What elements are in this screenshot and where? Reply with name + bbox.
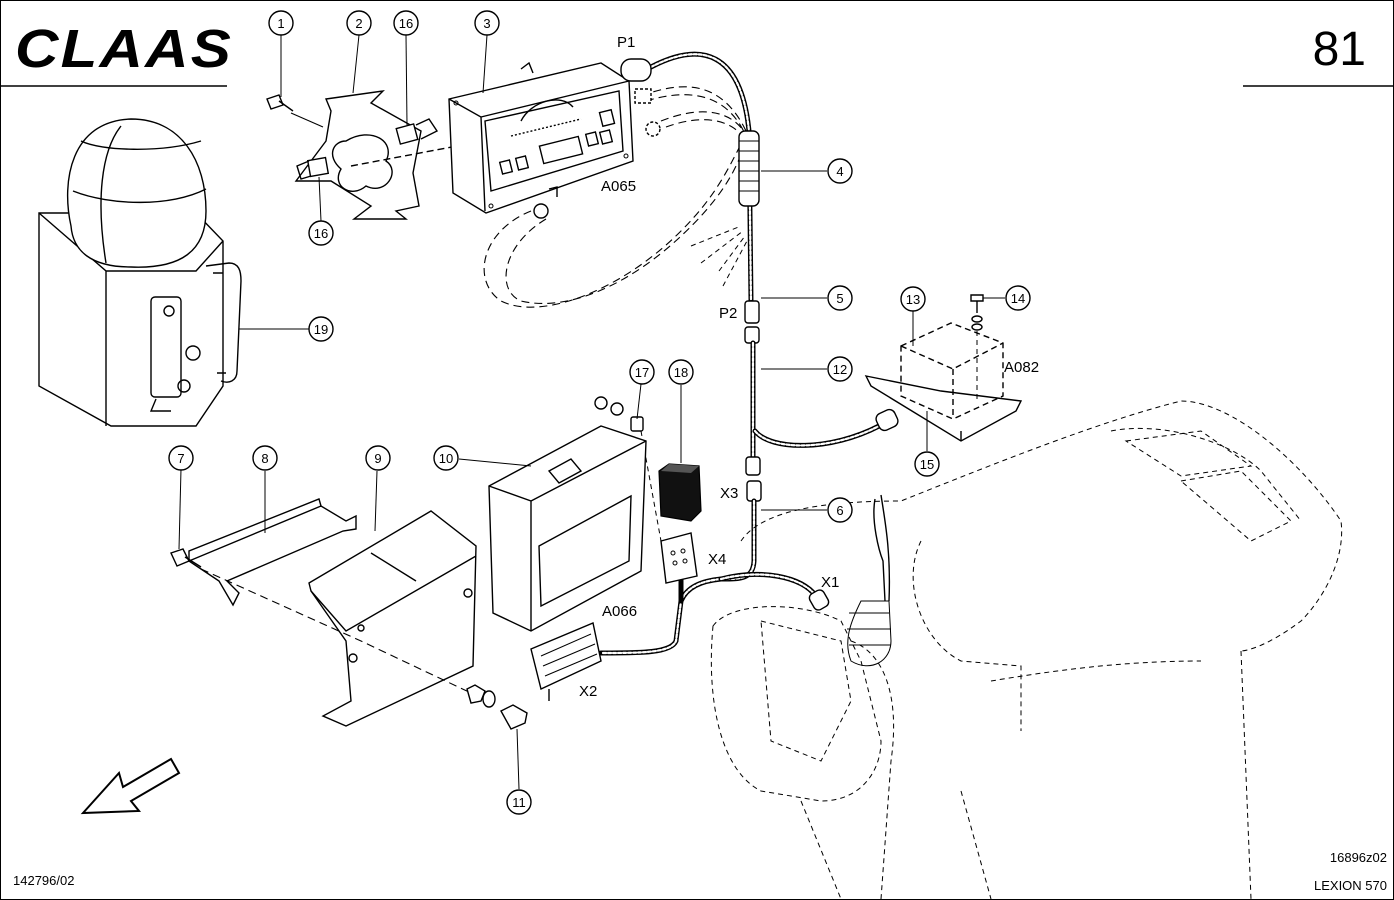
callout-15: 15 <box>914 451 940 477</box>
label-A082: A082 <box>1004 359 1039 376</box>
brand-logo-text: CLAAS <box>15 19 233 79</box>
part-18-relay <box>658 463 702 522</box>
connector-X2 <box>530 622 602 701</box>
svg-text:19: 19 <box>314 322 328 337</box>
svg-text:3: 3 <box>483 16 490 31</box>
part-6-cable <box>598 498 830 656</box>
svg-text:4: 4 <box>836 164 843 179</box>
label-X2: X2 <box>579 683 597 700</box>
connector-P2 <box>744 300 760 344</box>
assembly-line-bolt-7 <box>200 568 472 694</box>
callout-9: 9 <box>365 445 391 471</box>
label-X3: X3 <box>720 485 738 502</box>
callout-8: 8 <box>252 445 278 471</box>
connector-X3 <box>746 480 762 502</box>
callout-18: 18 <box>668 359 694 385</box>
svg-text:18: 18 <box>674 365 688 380</box>
part-10-control-unit-A066 <box>488 425 647 632</box>
svg-text:9: 9 <box>374 451 381 466</box>
doc-number: 142796/02 <box>13 873 74 888</box>
drawing-number: 16896z02 <box>1330 850 1387 865</box>
svg-text:5: 5 <box>836 291 843 306</box>
label-P2: P2 <box>719 305 737 322</box>
part-3-display-unit-A065 <box>448 61 634 214</box>
svg-text:12: 12 <box>833 362 847 377</box>
callout-17: 17 <box>629 359 655 385</box>
callout-16-top: 16 <box>393 10 419 36</box>
callout-10: 10 <box>433 445 459 471</box>
callout-16-bottom: 16 <box>308 220 334 246</box>
label-A066: A066 <box>602 603 637 620</box>
svg-text:2: 2 <box>355 16 362 31</box>
part-1-bolt <box>266 94 294 112</box>
part-7-bolt <box>170 548 202 568</box>
svg-text:14: 14 <box>1011 291 1025 306</box>
callout-2: 2 <box>346 10 372 36</box>
callout-5: 5 <box>827 285 853 311</box>
leader-lines <box>178 34 1005 790</box>
svg-text:16: 16 <box>314 226 328 241</box>
callout-14: 14 <box>1005 285 1031 311</box>
svg-text:10: 10 <box>439 451 453 466</box>
svg-text:11: 11 <box>512 795 526 810</box>
part-9-plate <box>308 510 477 727</box>
callout-19: 19 <box>308 316 334 342</box>
svg-text:16: 16 <box>399 16 413 31</box>
callout-4: 4 <box>827 158 853 184</box>
svg-text:17: 17 <box>635 365 649 380</box>
svg-text:15: 15 <box>920 457 934 472</box>
dashed-cable-runs <box>483 86 750 308</box>
callout-1: 1 <box>268 10 294 36</box>
part-19-beacon-lamp <box>38 118 242 427</box>
svg-text:1: 1 <box>277 16 284 31</box>
part-12-cable <box>745 340 899 476</box>
part-2-mounting-bracket <box>290 90 458 220</box>
svg-text:6: 6 <box>836 503 843 518</box>
callout-6: 6 <box>827 497 853 523</box>
svg-text:8: 8 <box>261 451 268 466</box>
part-4-wiring-harness <box>620 51 760 304</box>
connector-X4 <box>660 532 698 584</box>
page-number: 81 <box>1313 23 1366 76</box>
cab-console-outline <box>710 400 1343 899</box>
brand-logo: CLAAS <box>15 19 233 79</box>
label-P1: P1 <box>617 34 635 51</box>
label-A065: A065 <box>601 178 636 195</box>
label-X4: X4 <box>708 551 726 568</box>
part-8-bracket <box>187 498 357 607</box>
model-name: LEXION 570 <box>1314 878 1387 893</box>
part-14-screw <box>970 294 984 401</box>
callout-7: 7 <box>168 445 194 471</box>
label-X1: X1 <box>821 574 839 591</box>
part-11-bolt-nut <box>466 684 528 730</box>
part-13-module-A082 <box>864 322 1023 442</box>
svg-text:13: 13 <box>906 292 920 307</box>
direction-arrow-icon <box>80 757 181 815</box>
callout-11: 11 <box>506 789 532 815</box>
callout-12: 12 <box>827 356 853 382</box>
callout-3: 3 <box>474 10 500 36</box>
svg-text:7: 7 <box>177 451 184 466</box>
callout-13: 13 <box>900 286 926 312</box>
